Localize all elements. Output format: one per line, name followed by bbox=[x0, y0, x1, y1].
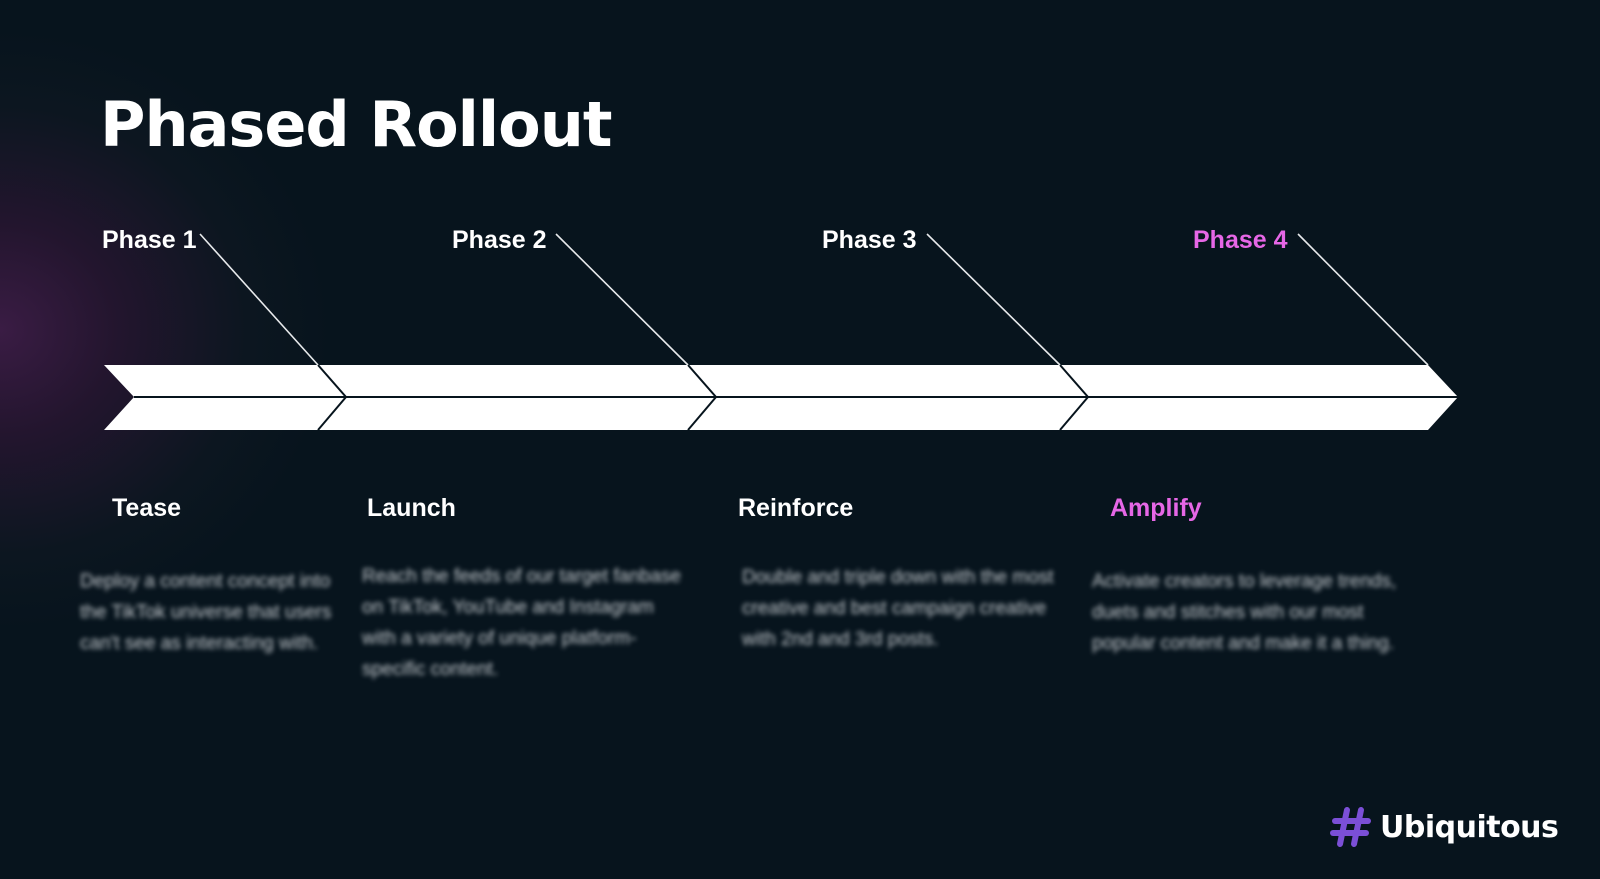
stage-reinforce-description: Double and triple down with the most cre… bbox=[742, 567, 1054, 650]
phase-1-label: Phase 1 bbox=[102, 226, 197, 254]
phase-connectors bbox=[199, 233, 1429, 366]
brand-name: Ubiquitous bbox=[1380, 809, 1559, 845]
phase-4-label: Phase 4 bbox=[1193, 226, 1288, 254]
phase-2-label: Phase 2 bbox=[452, 226, 547, 254]
stage-reinforce-heading: Reinforce bbox=[738, 494, 854, 522]
phase-4-connector bbox=[1297, 233, 1429, 366]
stage-tease-description: Deploy a content concept into the TikTok… bbox=[80, 571, 332, 654]
timeline-arrow bbox=[104, 364, 1458, 431]
stage-launch-heading: Launch bbox=[367, 494, 456, 522]
phase-2-connector bbox=[555, 233, 689, 366]
stage-launch-description: Reach the feeds of our target fanbase on… bbox=[362, 566, 681, 680]
phase-1-connector bbox=[199, 233, 319, 366]
stage-amplify-heading: Amplify bbox=[1110, 494, 1202, 522]
phase-3-label: Phase 3 bbox=[822, 226, 917, 254]
slide-title: Phased Rollout bbox=[100, 88, 613, 161]
hash-icon bbox=[1330, 807, 1371, 847]
stage-tease-heading: Tease bbox=[112, 494, 182, 522]
brand-logo: Ubiquitous bbox=[1330, 806, 1559, 848]
stage-amplify-description: Activate creators to leverage trends, du… bbox=[1092, 571, 1397, 654]
phase-3-connector bbox=[926, 233, 1061, 366]
